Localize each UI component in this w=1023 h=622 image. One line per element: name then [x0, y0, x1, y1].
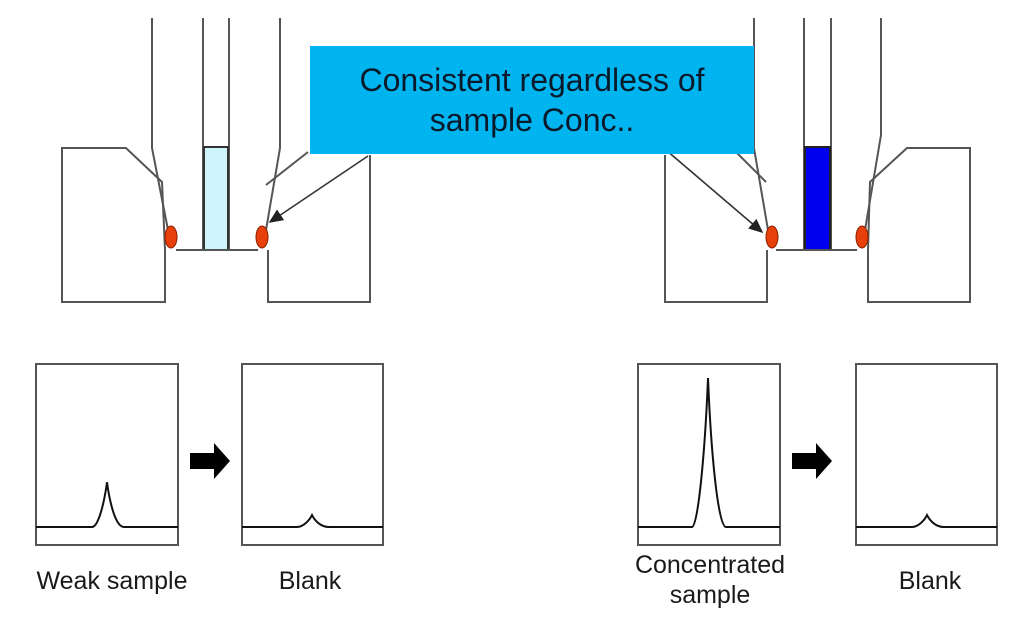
concentrated-label-line-1: Concentrated [634, 551, 786, 579]
left-seal-right [255, 225, 269, 249]
callout-pointers [268, 149, 764, 234]
right-arrow-icon [190, 443, 230, 479]
pointer-to-right-seal [665, 149, 764, 234]
callout-box: Consistent regardless of sample Conc.. [310, 46, 754, 154]
chromatogram-trace [36, 482, 178, 528]
chromatogram-concentrated-sample [637, 363, 781, 546]
right-sample-fill [804, 146, 831, 251]
left-needle-outer-left [151, 18, 169, 231]
right-port-block-right [867, 147, 971, 303]
callout-line-2: sample Conc.. [429, 102, 635, 138]
pointer-to-left-seal [268, 155, 369, 223]
left-port-block-left [61, 147, 166, 303]
chromatogram-weak-sample [35, 363, 179, 546]
concentrated-sample-label: Concentrated sample [600, 550, 820, 610]
chromatogram-blank-1 [241, 363, 384, 546]
left-seal-left [164, 225, 178, 249]
left-needle-outer-right [265, 18, 281, 231]
right-seal-right [855, 225, 869, 249]
right-needle-outer-left [753, 18, 769, 231]
right-port-block-left [664, 155, 768, 303]
left-sample-fill [203, 146, 229, 251]
weak-sample-label: Weak sample [36, 567, 188, 595]
callout-line-1: Consistent regardless of [359, 62, 705, 98]
right-needle-outer-right [864, 18, 882, 231]
left-needle-cone-right [265, 151, 309, 186]
right-needle-cone-left [735, 151, 767, 183]
chromatogram-frame [35, 363, 179, 546]
chromatogram-blank-2 [855, 363, 998, 546]
right-seal-left [765, 225, 779, 249]
concentrated-label-line-2: sample [669, 581, 751, 609]
left-injector [61, 18, 371, 303]
blank-label-2: Blank [898, 567, 962, 595]
chromatogram-trace [638, 377, 780, 528]
blank-label-1: Blank [278, 567, 342, 595]
left-port-block-right [267, 155, 371, 303]
right-injector [664, 18, 971, 303]
right-arrow-icon [792, 443, 832, 479]
chromatogram-trace [242, 512, 383, 528]
chromatogram-trace [856, 512, 997, 528]
